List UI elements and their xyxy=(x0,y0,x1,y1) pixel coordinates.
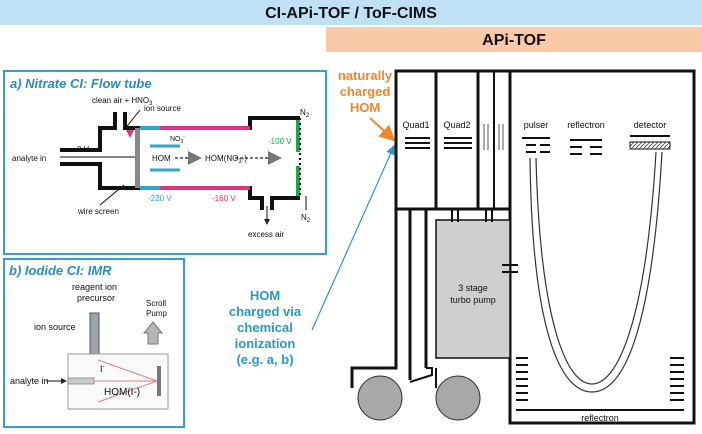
hom-iodide-label: HOM(I-) xyxy=(104,387,140,398)
ion-flight-path-inner xyxy=(535,151,657,385)
quad2-label: Quad2 xyxy=(443,120,470,130)
ion-source-label-b: ion source xyxy=(34,322,76,332)
flow-tube-inner-left xyxy=(135,128,140,188)
excess-air-label: excess air xyxy=(248,230,284,239)
pulser-label: pulser xyxy=(524,120,549,130)
panel-a-title: a) Nitrate CI: Flow tube xyxy=(10,76,152,91)
turbo-pump xyxy=(435,219,511,359)
quad1-label: Quad1 xyxy=(402,120,429,130)
iodide-label: I- xyxy=(100,364,105,374)
charged-line-1: HOM xyxy=(250,288,280,303)
imr-flow-line-1 xyxy=(97,359,158,382)
zero-volt-label: 0 V xyxy=(77,145,90,154)
imr-inlet xyxy=(67,377,95,385)
scroll-pump-arrow xyxy=(142,321,164,345)
imr-flow-line-3 xyxy=(97,380,158,403)
sub-header-title: APi-TOF xyxy=(482,32,546,49)
clean-air-label: clean air + HNO3 xyxy=(92,96,153,107)
ion-flight-path-outer xyxy=(529,151,663,393)
top-header-title: CI-APi-TOF / ToF-CIMS xyxy=(265,5,437,22)
detector-element xyxy=(629,141,671,150)
reagent-ion-label-2: precursor xyxy=(77,293,115,303)
detector-label: detector xyxy=(634,120,667,130)
reflectron-top-label: reflectron xyxy=(567,120,605,130)
charged-line-2: charged via xyxy=(229,304,302,319)
sub-header-bar xyxy=(326,27,702,52)
naturally-line-1: naturally xyxy=(338,68,393,83)
naturally-line-3: HOM xyxy=(350,100,380,115)
panel-b-imr: b) Iodide CI: IMR reagent ion precursor … xyxy=(3,258,185,428)
ion-source-pointer xyxy=(123,109,141,131)
n2-top-label: N2 xyxy=(300,108,310,119)
naturally-line-2: charged xyxy=(340,84,391,99)
ion-source-tube xyxy=(89,312,100,356)
imr-pinhole-plate xyxy=(157,366,161,396)
top-header-bar xyxy=(0,0,702,25)
turbo-pump-label-2: turbo pump xyxy=(450,295,496,305)
scroll-pump-label-2: Pump xyxy=(146,309,167,318)
minus-100v-label: -100 V xyxy=(268,137,292,146)
panel-b-title: b) Iodide CI: IMR xyxy=(9,263,112,278)
analyte-in-label-b: analyte in xyxy=(10,376,49,386)
scroll-pump-label-1: Scroll xyxy=(146,299,166,308)
reflectron-bottom-label: reflectron xyxy=(581,413,619,423)
backing-pump-2 xyxy=(435,375,481,421)
wire-screen-pointer xyxy=(99,184,125,206)
naturally-charged-label: naturally charged HOM xyxy=(338,68,393,115)
chemically-charged-label: HOM charged via chemical ionization (e.g… xyxy=(229,288,302,367)
hom-label-a: HOM xyxy=(152,154,171,163)
wire-screen-label: wire screen xyxy=(77,207,119,216)
chemical-ionization-arrow xyxy=(311,144,395,331)
charged-line-4: ionization xyxy=(235,336,296,351)
charged-line-3: chemical xyxy=(237,320,293,335)
hom-cluster-label: HOM(NO3-) xyxy=(205,154,247,165)
analyte-in-label-a: analyte in xyxy=(12,154,46,163)
quad1-chamber xyxy=(394,69,438,211)
turbo-pump-label-1: 3 stage xyxy=(458,283,488,293)
ion-source-marker xyxy=(126,130,134,138)
no3-label: NO3- xyxy=(170,134,185,145)
reagent-ion-label-1: reagent ion xyxy=(72,282,117,292)
lower-frame xyxy=(350,209,428,388)
api-tof-instrument: Quad1 Quad2 pulser reflectron detector xyxy=(350,69,696,425)
minus-160v-label: -160 V xyxy=(212,194,236,203)
backing-pump-1 xyxy=(357,375,403,421)
charged-line-5: (e.g. a, b) xyxy=(236,352,293,367)
naturally-charged-arrow xyxy=(369,117,396,142)
minus-220v-label: -220 V xyxy=(148,194,172,203)
backing-pump-line-1 xyxy=(409,367,433,383)
panel-a-flow-tube: a) Nitrate CI: Flow tube clean air + HNO… xyxy=(3,70,327,255)
ion-source-label: ion source xyxy=(144,104,181,113)
quad2-chamber xyxy=(434,69,480,211)
n2-bottom-label: N2 xyxy=(301,213,311,224)
